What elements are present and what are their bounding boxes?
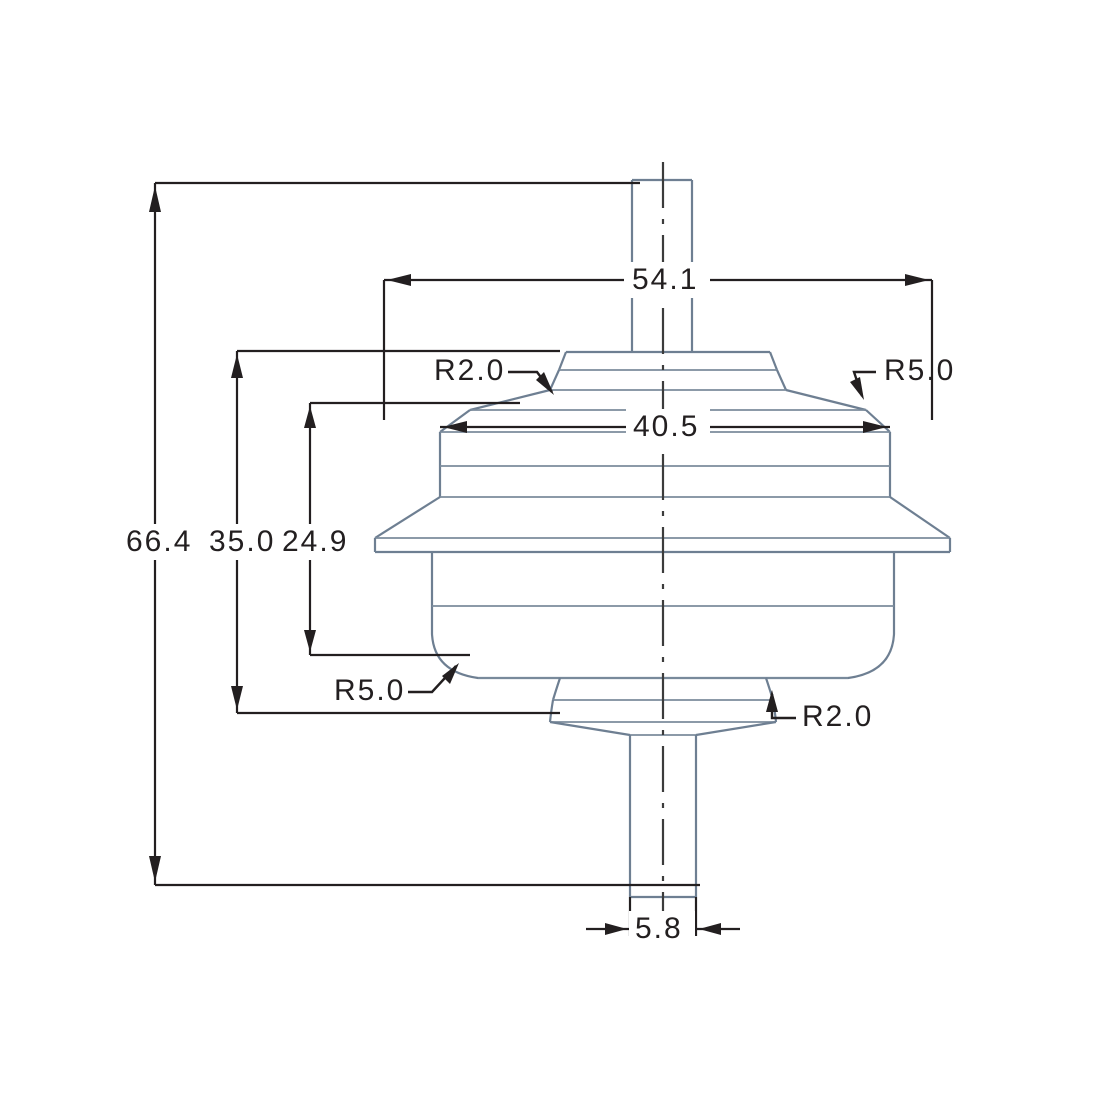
arrow-head-down xyxy=(149,856,161,882)
dimension-flange-width: 54.1 xyxy=(382,262,934,420)
callout-label-r5-lower-left: R5.0 xyxy=(334,674,405,707)
callout-radius-upper-left: R2.0 xyxy=(434,354,554,395)
dimension-label-body-height: 35.0 xyxy=(209,525,275,558)
dimension-label-shaft-diameter: 5.8 xyxy=(635,912,683,945)
arrow-head-right xyxy=(605,923,627,935)
upper-stepped-cone xyxy=(469,350,867,412)
arrow-head-down xyxy=(304,630,316,652)
callout-label-r2-upper-left: R2.0 xyxy=(434,354,505,387)
callout-label-r5-upper-right: R5.0 xyxy=(884,354,955,387)
dimension-overall-height: 66.4 xyxy=(118,181,700,887)
dimension-upper-section-height: 24.9 xyxy=(276,401,520,657)
callout-radius-upper-right: R5.0 xyxy=(850,354,955,400)
callout-radius-lower-left: R5.0 xyxy=(334,663,459,707)
arrow-head-up xyxy=(149,186,161,212)
arrow-head-up xyxy=(231,354,243,378)
arrow-head-left xyxy=(387,274,411,286)
arrow-head-leader xyxy=(536,372,554,395)
dimension-body-height: 35.0 xyxy=(202,349,560,715)
arrow-head-right xyxy=(863,421,887,433)
dimension-label-flange-width: 54.1 xyxy=(632,263,698,296)
dimension-label-cone-width: 40.5 xyxy=(633,410,699,443)
arrow-head-leader xyxy=(766,690,778,712)
callout-radius-lower-right: R2.0 xyxy=(766,690,873,733)
dimension-shaft-diameter: 5.8 xyxy=(586,897,740,947)
arrow-head-leader xyxy=(442,663,459,684)
arrow-head-right xyxy=(905,274,929,286)
arrow-head-up xyxy=(304,406,316,428)
arrow-head-down xyxy=(231,686,243,710)
dimension-label-upper-section-height: 24.9 xyxy=(282,525,348,558)
dimension-label-overall-height: 66.4 xyxy=(126,525,192,558)
arrow-head-leader xyxy=(850,377,864,400)
arrow-head-left xyxy=(699,923,721,935)
callout-label-r2-lower-right: R2.0 xyxy=(802,700,873,733)
arrow-head-left xyxy=(443,421,467,433)
dimension-cone-width: 40.5 xyxy=(440,409,890,445)
